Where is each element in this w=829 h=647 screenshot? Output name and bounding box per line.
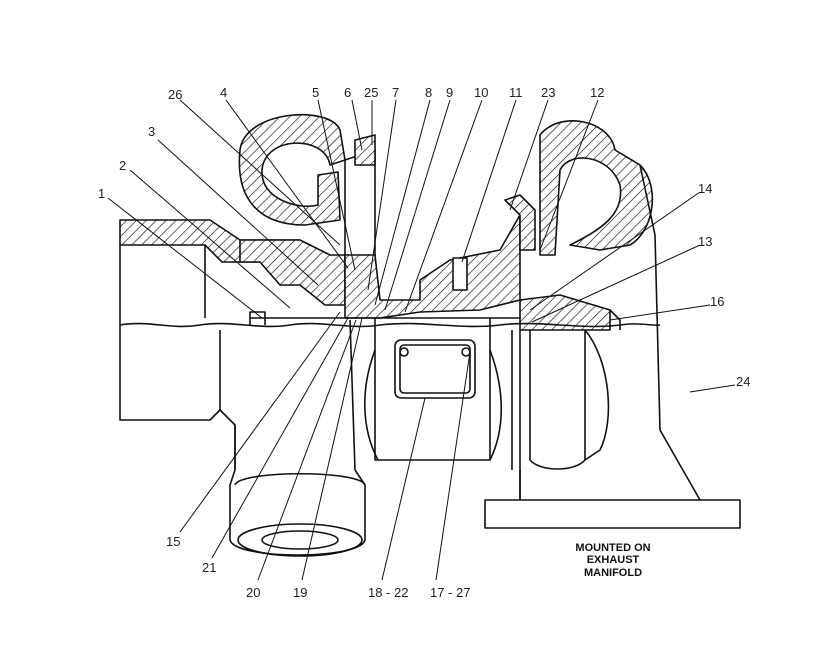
callout-9: 9 bbox=[446, 85, 453, 100]
callout-16: 16 bbox=[710, 294, 724, 309]
callout-25: 25 bbox=[364, 85, 378, 100]
callout-15: 15 bbox=[166, 534, 180, 549]
note-line-2: EXHAUST bbox=[587, 554, 640, 566]
callout-10: 10 bbox=[474, 85, 488, 100]
callout-8: 8 bbox=[425, 85, 432, 100]
callout-1: 1 bbox=[98, 186, 105, 201]
compressor-outlet-lower bbox=[229, 319, 366, 557]
mounting-note: MOUNTED ON EXHAUST MANIFOLD bbox=[575, 542, 650, 579]
callout-13: 13 bbox=[698, 234, 712, 249]
center-housing bbox=[344, 134, 521, 461]
callout-26: 26 bbox=[168, 87, 182, 102]
callout-7: 7 bbox=[392, 85, 399, 100]
callout-3: 3 bbox=[148, 124, 155, 139]
callout-19: 19 bbox=[293, 585, 307, 600]
shaft-break-line bbox=[119, 322, 661, 328]
callout-17-27: 17 - 27 bbox=[430, 585, 470, 600]
callout-labels: 1 2 3 26 4 5 6 25 7 8 9 10 11 23 12 14 1… bbox=[98, 85, 750, 600]
nameplate bbox=[394, 339, 476, 399]
note-line-1: MOUNTED ON bbox=[575, 542, 650, 554]
mounting-base bbox=[484, 470, 741, 529]
callout-2: 2 bbox=[119, 158, 126, 173]
callout-18-22: 18 - 22 bbox=[368, 585, 408, 600]
callout-20: 20 bbox=[246, 585, 260, 600]
leader-lines bbox=[107, 99, 736, 581]
callout-6: 6 bbox=[344, 85, 351, 100]
callout-11: 11 bbox=[509, 85, 523, 100]
callout-21: 21 bbox=[202, 560, 216, 575]
callout-14: 14 bbox=[698, 181, 712, 196]
callout-23: 23 bbox=[541, 85, 555, 100]
compressor-housing bbox=[119, 113, 346, 470]
callout-12: 12 bbox=[590, 85, 604, 100]
note-line-3: MANIFOLD bbox=[584, 567, 642, 579]
callout-5: 5 bbox=[312, 85, 319, 100]
callout-24: 24 bbox=[736, 374, 750, 389]
callout-4: 4 bbox=[220, 85, 227, 100]
